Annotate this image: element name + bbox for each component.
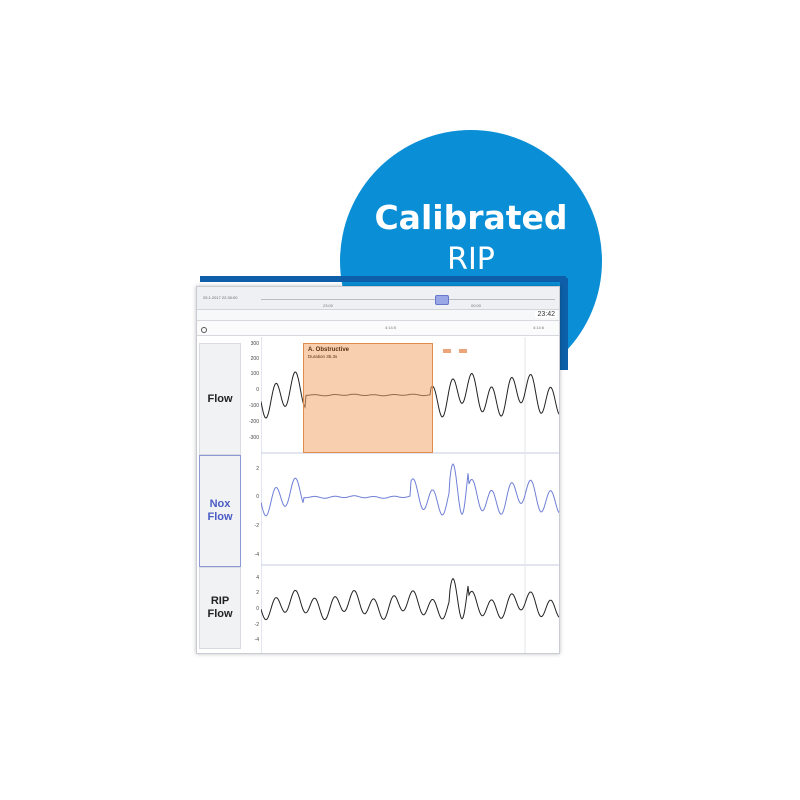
scale-tick: -100 xyxy=(248,403,259,409)
channel-label-text: RIP xyxy=(210,595,230,607)
channel-label-text: Flow xyxy=(207,511,233,523)
scale-tick: -200 xyxy=(248,419,259,425)
time-ruler[interactable] xyxy=(197,310,559,321)
recording-date: 25.1.2017 22:30:00 xyxy=(203,295,238,300)
scale-tick: 2 xyxy=(256,466,259,472)
channel-label-text: Nox xyxy=(209,498,231,510)
scale-tick: 300 xyxy=(250,341,259,347)
timeline-position-marker[interactable] xyxy=(435,295,449,305)
scale-tick: 4 xyxy=(256,575,259,581)
signal-viewer-window: 25.1.2017 22:30:00 23:00 00:00 23:42 4:1… xyxy=(196,286,560,654)
badge-shadow-top xyxy=(200,276,566,282)
scale-tick: 100 xyxy=(250,371,259,377)
epoch-mark-label: 4:14:5 xyxy=(385,325,397,330)
navigation-radio-icon[interactable] xyxy=(201,327,207,333)
timeline-toolbar: 25.1.2017 22:30:00 23:00 00:00 xyxy=(197,287,559,310)
timeline-tick-label: 23:00 xyxy=(323,303,334,308)
scale-tick: 0 xyxy=(256,387,259,393)
minor-event-marker[interactable] xyxy=(443,349,451,353)
scale-tick: -300 xyxy=(248,435,259,441)
scale-tick: -2 xyxy=(254,523,259,529)
channel-label-text: Flow xyxy=(207,608,233,620)
epoch-mark-label: 4:14:6 xyxy=(533,325,545,330)
timeline-track[interactable] xyxy=(261,299,555,300)
channel-label-rip-flow[interactable]: RIP Flow xyxy=(199,567,241,649)
channel-label-flow[interactable]: Flow xyxy=(199,343,241,455)
scale-tick: 200 xyxy=(250,356,259,362)
badge-title: Calibrated xyxy=(374,198,568,237)
apnea-event-marker[interactable]: A. Obstructive Duration 35.3s xyxy=(303,343,433,453)
event-duration: Duration 35.3s xyxy=(308,354,338,359)
scale-tick: -2 xyxy=(254,622,259,628)
scale-tick: 0 xyxy=(256,606,259,612)
badge-subtitle: RIP xyxy=(447,242,495,277)
current-time-readout: 23:42 xyxy=(535,311,557,318)
channel-label-text: Flow xyxy=(207,392,233,405)
event-title: A. Obstructive xyxy=(308,347,350,353)
scale-tick: -4 xyxy=(254,637,259,643)
scale-tick: 2 xyxy=(256,590,259,596)
scale-tick: -4 xyxy=(254,552,259,558)
channel-label-nox-flow[interactable]: Nox Flow xyxy=(199,455,241,567)
rip-flow-waveform xyxy=(261,577,559,621)
minor-event-marker[interactable] xyxy=(459,349,467,353)
scale-tick: 0 xyxy=(256,494,259,500)
badge-shadow xyxy=(560,278,568,370)
epoch-ruler[interactable] xyxy=(197,321,559,336)
nox-flow-waveform xyxy=(261,463,559,517)
timeline-tick-label: 00:00 xyxy=(471,303,482,308)
